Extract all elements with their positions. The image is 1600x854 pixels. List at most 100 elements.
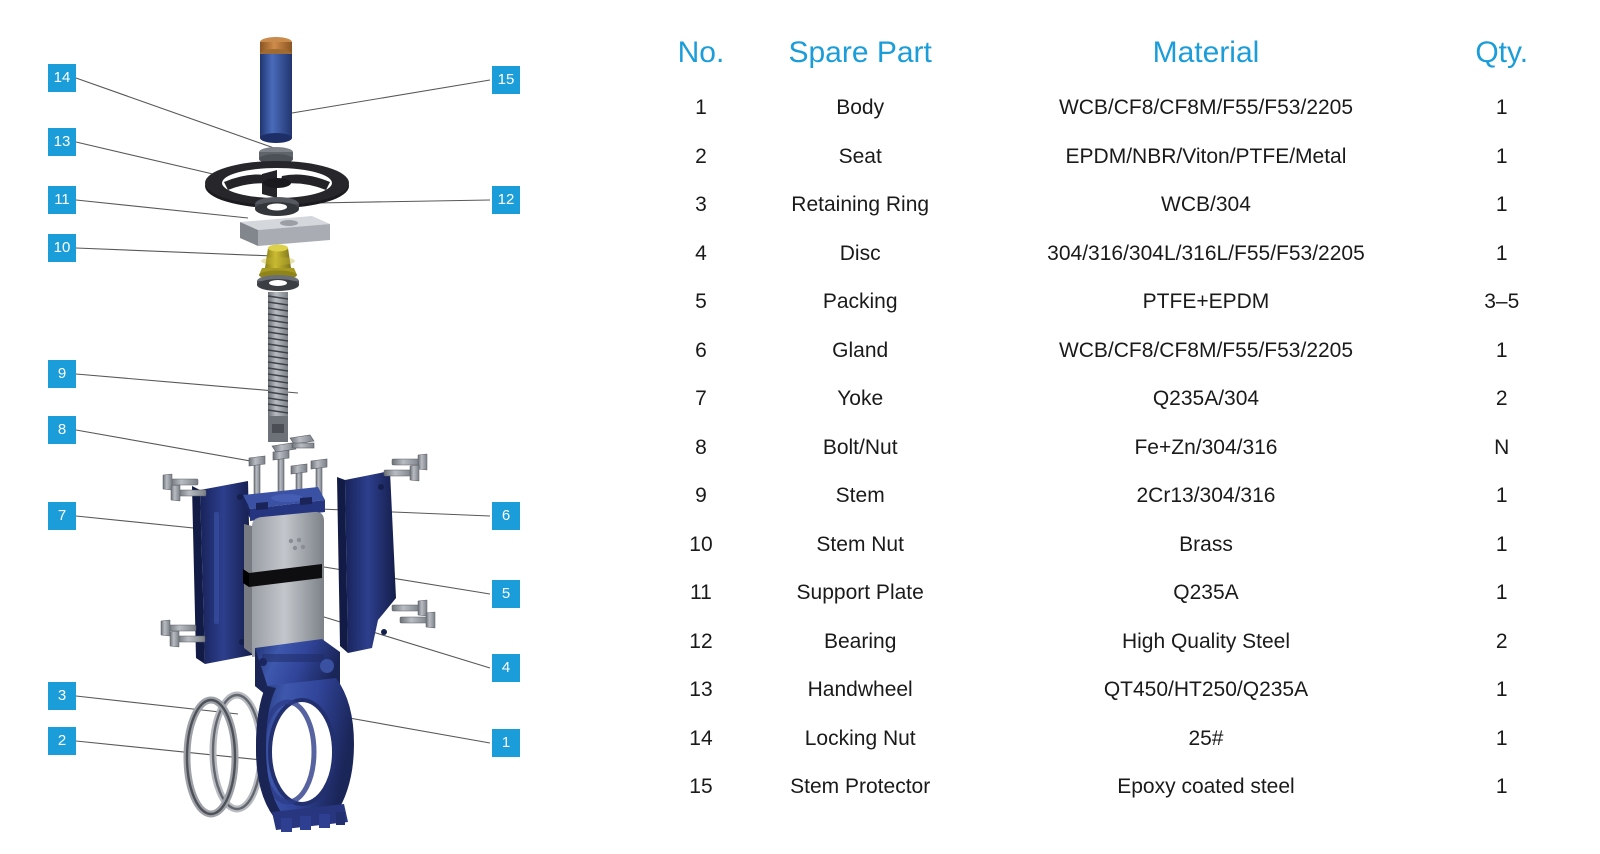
row-material: 304/316/304L/316L/F55/F53/2205 [1047, 241, 1365, 265]
row-qty: 1 [1495, 678, 1508, 702]
row-qty: 1 [1495, 532, 1508, 556]
callout-1[interactable]: 1 [492, 729, 520, 757]
exploded-view-diagram: 14 13 11 10 9 8 7 3 2 15 12 6 5 4 1 [0, 0, 600, 854]
row-qty: N [1494, 435, 1510, 459]
row-no: 11 [690, 581, 712, 605]
header-spare-part: Spare Part [788, 36, 932, 69]
row-no: 12 [689, 629, 713, 653]
table-row: 11 Support Plate Q235A 1 [660, 569, 1570, 618]
row-spare-part: Disc [839, 241, 881, 265]
row-material: WCB/CF8/CF8M/F55/F53/2205 [1058, 96, 1354, 120]
callout-4[interactable]: 4 [492, 654, 520, 682]
yoke-left-part [160, 473, 252, 664]
table-row: 8 Bolt/Nut Fe+Zn/304/316 N [660, 424, 1570, 473]
row-qty: 1 [1495, 484, 1508, 508]
row-spare-part: Stem [835, 484, 885, 508]
bearing-part [255, 197, 299, 216]
row-spare-part: Handwheel [807, 678, 913, 702]
callout-3[interactable]: 3 [48, 682, 76, 710]
callout-9[interactable]: 9 [48, 360, 76, 388]
table-row: 9 Stem 2Cr13/304/316 1 [660, 472, 1570, 521]
row-no: 14 [689, 726, 713, 750]
callout-11[interactable]: 11 [48, 186, 76, 214]
table-row: 10 Stem Nut Brass 1 [660, 521, 1570, 570]
stem-protector-part [260, 37, 292, 143]
row-qty: 1 [1495, 338, 1508, 362]
row-no: 8 [695, 435, 707, 459]
row-material: Brass [1179, 532, 1233, 556]
row-no: 10 [689, 532, 713, 556]
row-material: 25# [1188, 726, 1224, 750]
support-plate-part [240, 216, 330, 246]
row-no: 4 [695, 241, 707, 265]
callout-6[interactable]: 6 [492, 502, 520, 530]
row-spare-part: Support Plate [796, 581, 924, 605]
callout-14[interactable]: 14 [48, 64, 76, 92]
row-spare-part: Body [836, 96, 885, 120]
row-qty: 2 [1495, 629, 1508, 653]
disc-part [244, 511, 324, 657]
header-material: Material [1152, 36, 1260, 69]
row-no: 3 [695, 193, 707, 217]
row-spare-part: Retaining Ring [791, 193, 930, 217]
callout-5[interactable]: 5 [492, 580, 520, 608]
row-material: Q235A [1173, 581, 1239, 605]
row-spare-part: Stem Nut [816, 532, 904, 556]
gland-part [243, 487, 325, 521]
handwheel-part [205, 161, 349, 208]
row-no: 13 [689, 678, 713, 702]
row-material: 2Cr13/304/316 [1136, 484, 1276, 508]
header-no: No. [677, 36, 725, 69]
callout-7[interactable]: 7 [48, 502, 76, 530]
stem-washer [257, 275, 299, 291]
yoke-right-part [337, 453, 436, 653]
callout-10[interactable]: 10 [48, 234, 76, 262]
callout-12[interactable]: 12 [492, 186, 520, 214]
row-no: 5 [695, 290, 707, 314]
table-row: 4 Disc 304/316/304L/316L/F55/F53/2205 1 [660, 230, 1570, 279]
valve-body-part [255, 639, 354, 832]
row-no: 15 [689, 775, 713, 799]
row-spare-part: Gland [832, 338, 889, 362]
row-material: EPDM/NBR/Viton/PTFE/Metal [1065, 144, 1347, 168]
callout-13[interactable]: 13 [48, 128, 76, 156]
row-qty: 3–5 [1484, 290, 1520, 314]
row-spare-part: Seat [838, 144, 882, 168]
callout-2[interactable]: 2 [48, 727, 76, 755]
row-no: 2 [695, 144, 707, 168]
row-spare-part: Bolt/Nut [822, 435, 898, 459]
row-no: 9 [695, 484, 707, 508]
stem-nut-part [259, 244, 297, 280]
stem-part [267, 292, 289, 442]
row-qty: 1 [1495, 775, 1508, 799]
row-no: 7 [695, 387, 707, 411]
row-no: 1 [695, 96, 707, 120]
row-spare-part: Yoke [837, 387, 884, 411]
table-header-row: No. Spare Part Material Qty. [660, 36, 1570, 84]
row-qty: 1 [1495, 241, 1508, 265]
table-row: 3 Retaining Ring WCB/304 1 [660, 181, 1570, 230]
row-material: WCB/CF8/CF8M/F55/F53/2205 [1058, 338, 1354, 362]
seat-ring-part [183, 696, 239, 818]
callout-15[interactable]: 15 [492, 66, 520, 94]
row-material: WCB/304 [1161, 193, 1251, 217]
row-qty: 1 [1495, 581, 1508, 605]
row-material: Q235A/304 [1152, 387, 1260, 411]
row-material: Fe+Zn/304/316 [1134, 435, 1278, 459]
row-qty: 1 [1495, 193, 1508, 217]
row-material: PTFE+EPDM [1142, 290, 1270, 314]
header-qty: Qty. [1475, 36, 1529, 69]
callout-8[interactable]: 8 [48, 416, 76, 444]
row-material: High Quality Steel [1121, 629, 1291, 653]
